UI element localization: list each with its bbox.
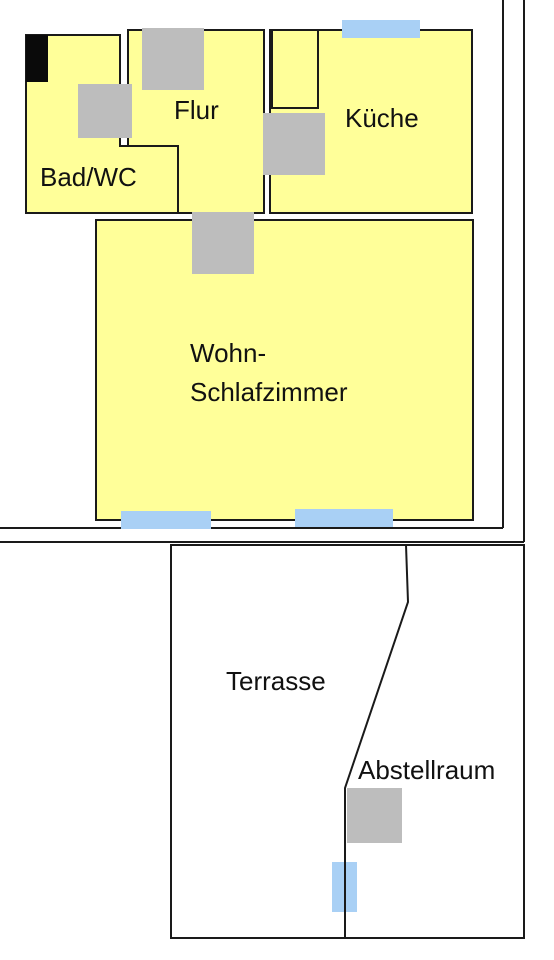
door-abstellraum <box>347 788 402 843</box>
door-flur-entrance <box>142 28 204 90</box>
label-wohn: Wohn- <box>190 338 266 368</box>
abstellraum-divider-wall <box>344 544 410 938</box>
kitchen-cabinet <box>271 29 319 109</box>
room-wohn-schlafzimmer <box>95 219 474 521</box>
label-abstellraum: Abstellraum <box>358 755 495 785</box>
door-wohnzimmer <box>192 212 254 274</box>
label-bad-wc: Bad/WC <box>40 162 137 192</box>
area-terrasse <box>170 544 525 939</box>
label-flur: Flur <box>174 95 219 125</box>
door-kueche <box>263 113 325 175</box>
label-schlafzimmer: Schlafzimmer <box>190 377 348 407</box>
shower-block <box>26 35 48 82</box>
window-wohnzimmer-left <box>121 511 211 529</box>
label-kueche: Küche <box>345 103 419 133</box>
window-wohnzimmer-right <box>295 509 393 527</box>
label-terrasse: Terrasse <box>226 666 326 696</box>
window-kueche <box>342 20 420 38</box>
door-bad <box>78 84 132 138</box>
